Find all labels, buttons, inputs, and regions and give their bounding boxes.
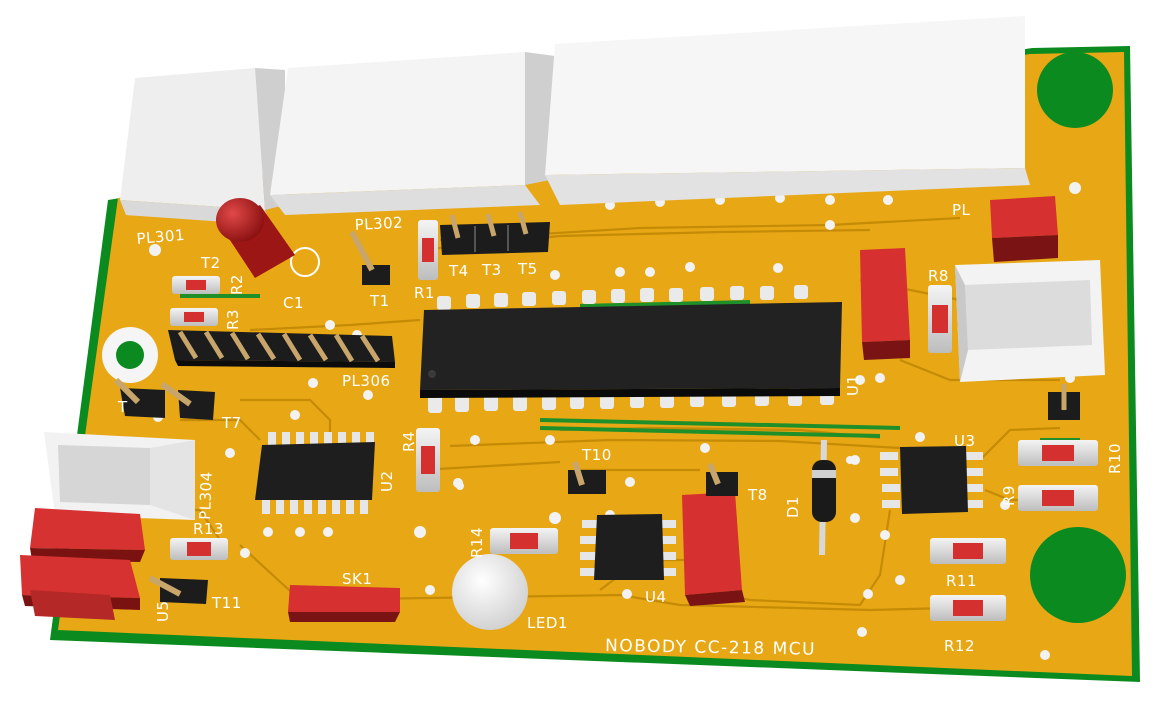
label-u1: U1: [844, 374, 862, 396]
label-r3: R3: [224, 309, 242, 330]
label-u3: U3: [954, 432, 976, 450]
header-pl306: [168, 330, 395, 368]
ic-u1: [420, 285, 842, 413]
connector-right: [955, 260, 1105, 382]
label-t2: T2: [200, 254, 221, 272]
resistor-r8: [928, 285, 952, 353]
resistor-r10: [1018, 440, 1098, 466]
transistor-right: [1048, 384, 1080, 420]
label-t10: T10: [581, 446, 612, 464]
transistor-t1: [349, 230, 390, 285]
ic-u4: [580, 514, 676, 580]
label-t3: T3: [481, 261, 502, 279]
mounting-hole: [1037, 52, 1113, 128]
red-part-sk1: [288, 585, 400, 622]
transistor-t7: [160, 381, 215, 420]
label-r13: R13: [193, 520, 224, 538]
label-r10: R10: [1106, 443, 1124, 474]
transistor-t6: [113, 377, 165, 418]
label-u2: U2: [378, 470, 396, 492]
ic-u3: [880, 446, 983, 514]
label-d1: D1: [784, 496, 802, 518]
label-t8: T8: [747, 486, 768, 504]
label-t7: T7: [221, 414, 242, 432]
ic-u2: [255, 432, 375, 514]
resistor-r2: [172, 276, 220, 294]
label-r8: R8: [928, 267, 949, 285]
label-pl301: PL301: [136, 226, 186, 248]
resistor-r12: [930, 595, 1006, 621]
header-connector-main: [545, 16, 1030, 205]
led1: [452, 554, 528, 630]
capacitor-c1: [216, 198, 320, 278]
label-led1: LED1: [527, 614, 568, 632]
header-connector-pl301: [120, 68, 285, 225]
transistor-t10: [568, 461, 606, 494]
red-part-c: [682, 492, 745, 606]
resistor-r11: [930, 538, 1006, 564]
resistor-r14: [490, 528, 558, 554]
header-connector-pl302: [270, 52, 555, 215]
label-u4: U4: [645, 588, 667, 606]
label-pl: PL: [952, 201, 971, 219]
label-t4: T4: [448, 262, 469, 280]
board-title: NOBODY CC-218 MCU: [605, 636, 816, 660]
resistor-r3: [170, 308, 218, 326]
label-t11: T11: [211, 594, 242, 612]
label-c1: C1: [283, 294, 304, 312]
label-r1: R1: [414, 284, 435, 302]
pin-headers-t3-t4-t5: [440, 211, 550, 255]
label-t5: T5: [517, 260, 538, 278]
label-t1: T1: [369, 292, 390, 310]
label-r14: R14: [468, 527, 486, 558]
red-part-u-top: [860, 248, 910, 360]
label-u5: U5: [154, 600, 172, 622]
diode-d1: [812, 439, 836, 556]
label-r12: R12: [944, 637, 975, 655]
label-r4: R4: [400, 431, 418, 452]
smd-resistors: [170, 220, 1098, 621]
resistor-r9: [1018, 485, 1098, 511]
label-pl306: PL306: [342, 372, 391, 390]
resistor-r13: [170, 538, 228, 560]
red-part-pl: [990, 196, 1058, 262]
red-connectors-left: [20, 508, 145, 620]
label-t6: T: [117, 398, 128, 416]
label-r11: R11: [946, 572, 977, 590]
label-pl302: PL302: [354, 213, 403, 234]
transistor-t8: [706, 462, 738, 496]
connector-pl304: [44, 432, 195, 520]
mounting-hole: [1030, 527, 1126, 623]
label-pl304: PL304: [196, 471, 216, 520]
resistor-r4: [416, 428, 440, 492]
transistor-t11: [148, 575, 208, 604]
resistor-r1: [418, 220, 438, 280]
label-r2: R2: [228, 274, 246, 295]
label-r9: R9: [1000, 485, 1018, 506]
label-sk1: SK1: [342, 570, 372, 588]
silkscreen-labels: PL301 PL302 PL306 PL304 PL C1 T1 T2 T4 T…: [117, 201, 1124, 660]
